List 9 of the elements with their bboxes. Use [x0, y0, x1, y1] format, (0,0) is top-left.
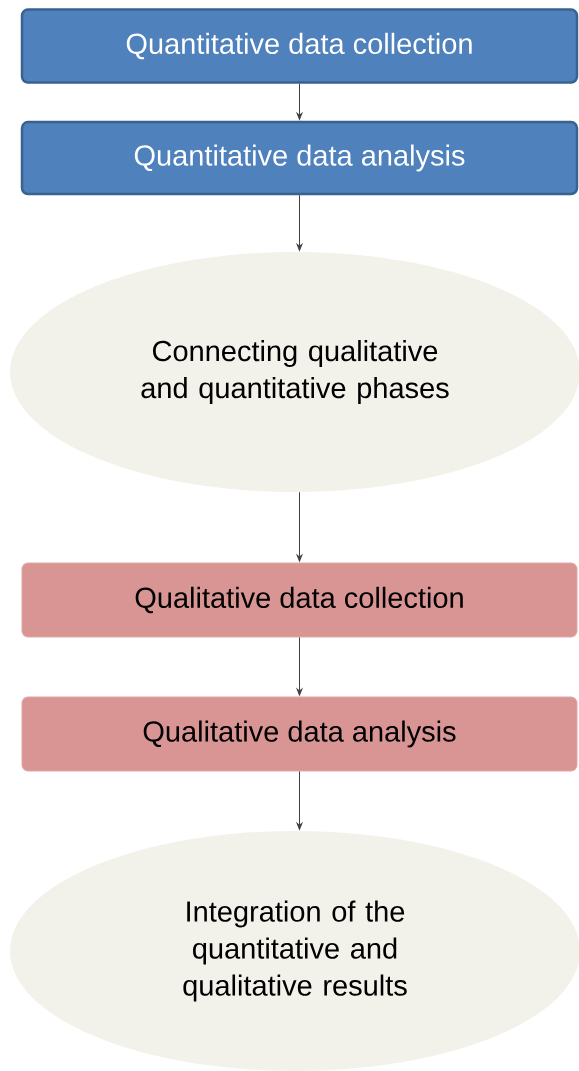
- arrow: [296, 637, 303, 696]
- process-box: Quantitative data analysis: [20, 120, 579, 196]
- process-box: Qualitative data analysis: [21, 696, 578, 772]
- arrow: [296, 83, 303, 120]
- arrow: [296, 491, 303, 562]
- process-box: Qualitative data collection: [21, 562, 578, 638]
- arrow: [296, 194, 303, 251]
- arrow: [296, 771, 303, 830]
- process-box: Quantitative data collection: [20, 8, 579, 84]
